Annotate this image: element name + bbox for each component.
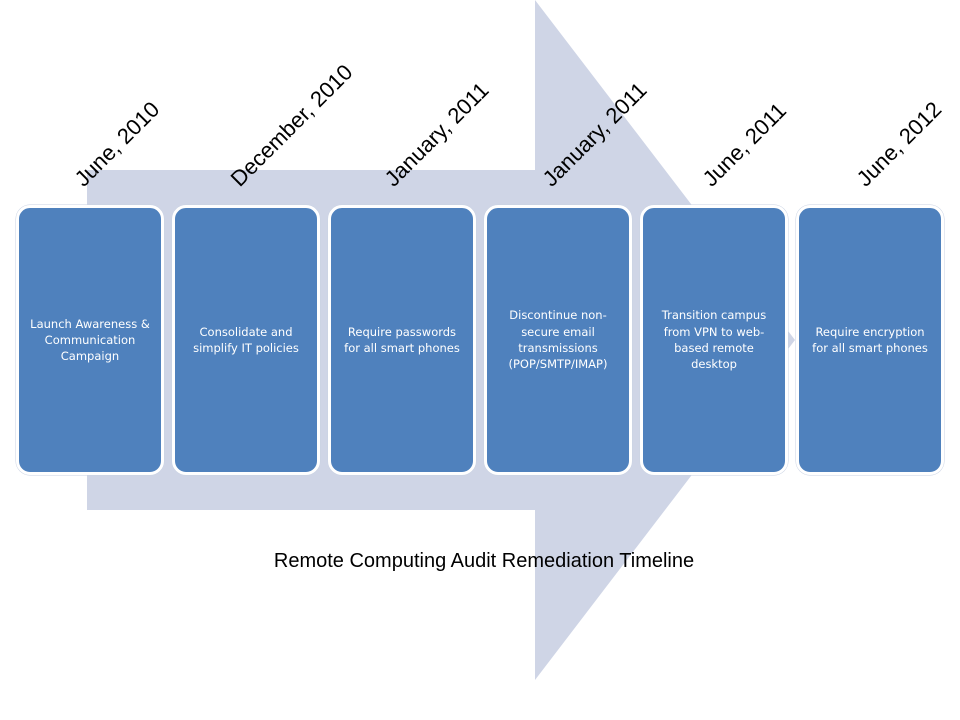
milestone-text-6: Require encryption for all smart phones [812,324,928,355]
milestone-text-2: Consolidate and simplify IT policies [193,324,299,355]
milestone-text-4: Discontinue non-secure email transmissio… [508,308,608,372]
milestone-box-2: Consolidate and simplify IT policies [172,205,320,475]
milestone-box-5: Transition campus from VPN to web-based … [640,205,788,475]
milestone-box-1: Launch Awareness & Communication Campaig… [16,205,164,475]
page-title: Remote Computing Audit Remediation Timel… [273,550,695,572]
milestone-text-1: Launch Awareness & Communication Campaig… [30,316,150,364]
milestone-box-3: Require passwords for all smart phones [328,205,476,475]
milestone-text-3: Require passwords for all smart phones [344,324,460,355]
milestone-box-4: Discontinue non-secure email transmissio… [484,205,632,475]
milestone-box-6: Require encryption for all smart phones [796,205,944,475]
milestone-text-5: Transition campus from VPN to web-based … [661,308,767,372]
